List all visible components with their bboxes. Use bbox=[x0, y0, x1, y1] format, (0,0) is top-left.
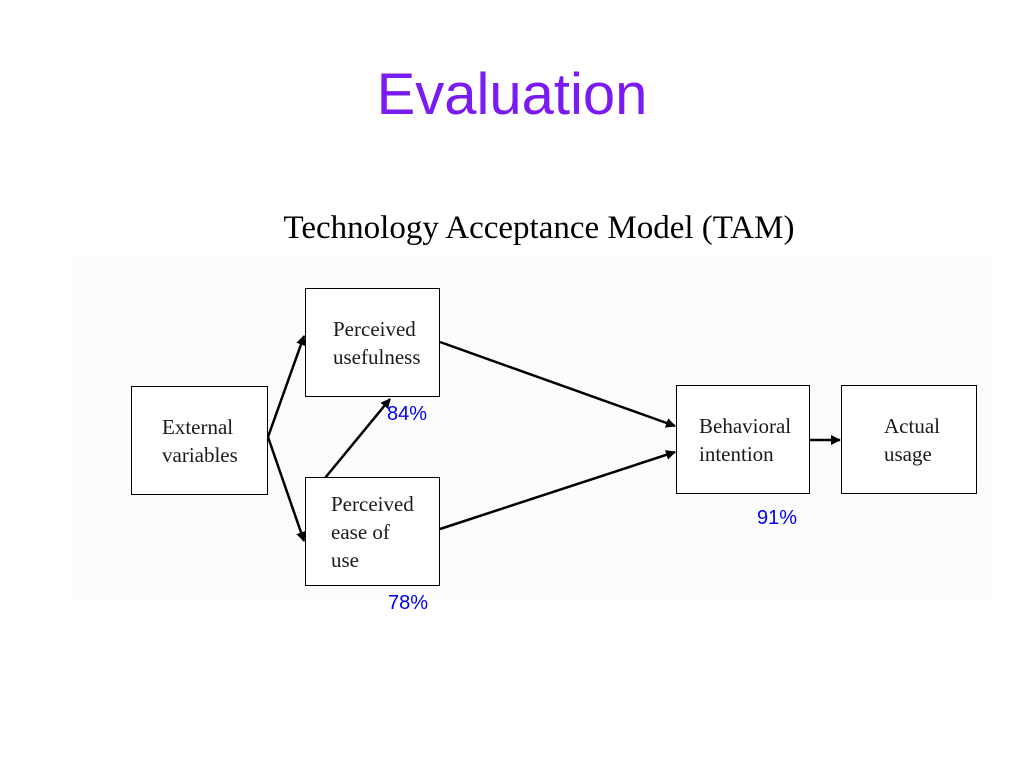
edge-external-to-useful bbox=[266, 335, 306, 438]
node-label-line: Actual bbox=[884, 414, 940, 438]
node-label-line: External bbox=[162, 415, 234, 439]
node-label-line: usage bbox=[884, 442, 932, 466]
node-label-line: intention bbox=[699, 442, 774, 466]
diagram-subtitle: Technology Acceptance Model (TAM) bbox=[283, 210, 795, 246]
edge-useful-to-behavioral bbox=[439, 340, 676, 428]
percent-label-usefulness: 84% bbox=[387, 403, 428, 425]
node-label-line: Behavioral bbox=[699, 414, 792, 438]
node-behavioral-intention: Behavioral intention bbox=[676, 385, 810, 494]
node-label-line: usefulness bbox=[333, 345, 421, 369]
node-label-line: Perceived bbox=[333, 317, 416, 341]
percent-label-ease-of-use: 78% bbox=[388, 592, 429, 614]
node-label-line: variables bbox=[162, 443, 238, 467]
node-label-line: use bbox=[331, 548, 359, 572]
node-external-variables: External variables bbox=[131, 386, 268, 495]
node-perceived-ease-of-use: Perceived ease of use bbox=[305, 477, 440, 586]
node-label-line: Perceived bbox=[331, 492, 414, 516]
edge-external-to-ease bbox=[266, 436, 306, 542]
node-label-line: ease of bbox=[331, 520, 390, 544]
node-actual-usage: Actual usage bbox=[841, 385, 977, 494]
edge-ease-to-useful bbox=[324, 398, 391, 479]
slide-title: Evaluation bbox=[376, 62, 648, 127]
edge-ease-to-behavioral bbox=[439, 450, 676, 531]
percent-label-behavioral-intention: 91% bbox=[757, 507, 798, 529]
node-perceived-usefulness: Perceived usefulness bbox=[305, 288, 440, 397]
